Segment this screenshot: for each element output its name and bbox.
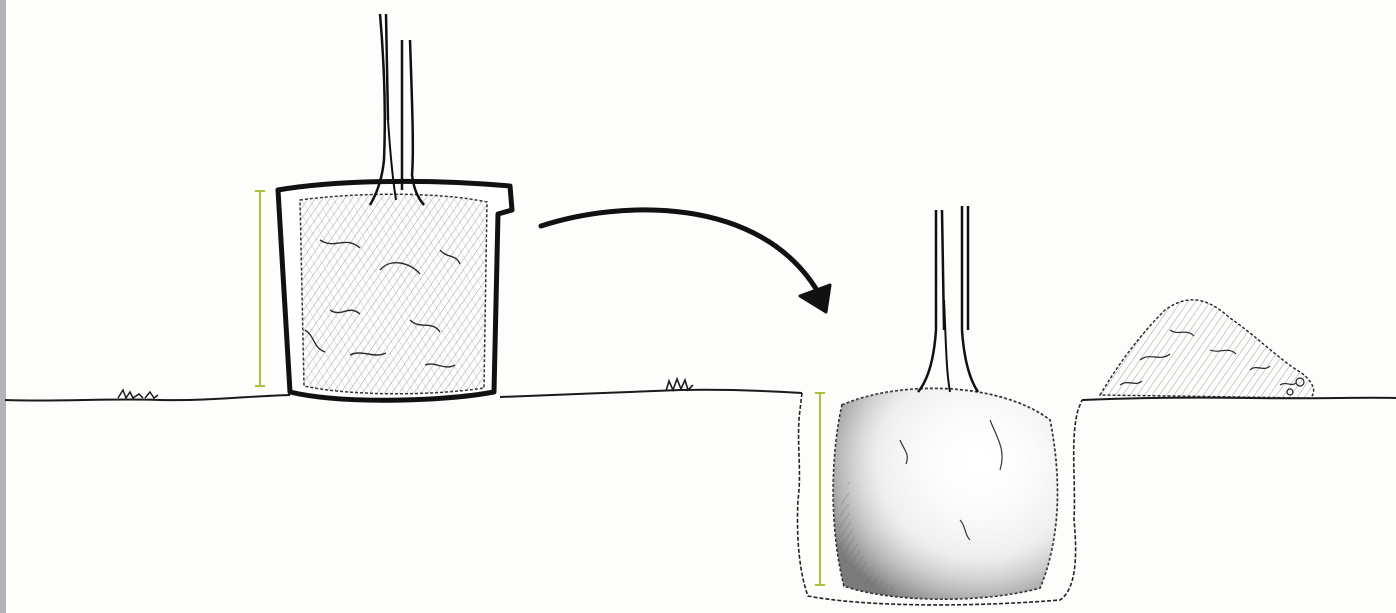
measure-bar-hole — [815, 393, 825, 585]
grass-tuft — [118, 390, 158, 398]
measure-bar-pot — [255, 191, 265, 386]
ground-line-middle — [500, 390, 802, 397]
ground-line-right — [1082, 398, 1396, 400]
planted-tree — [797, 206, 1313, 605]
soil-mound — [1100, 300, 1314, 398]
plant-trunk — [370, 14, 424, 205]
potted-plant — [255, 14, 512, 400]
arrow-icon — [541, 210, 830, 312]
